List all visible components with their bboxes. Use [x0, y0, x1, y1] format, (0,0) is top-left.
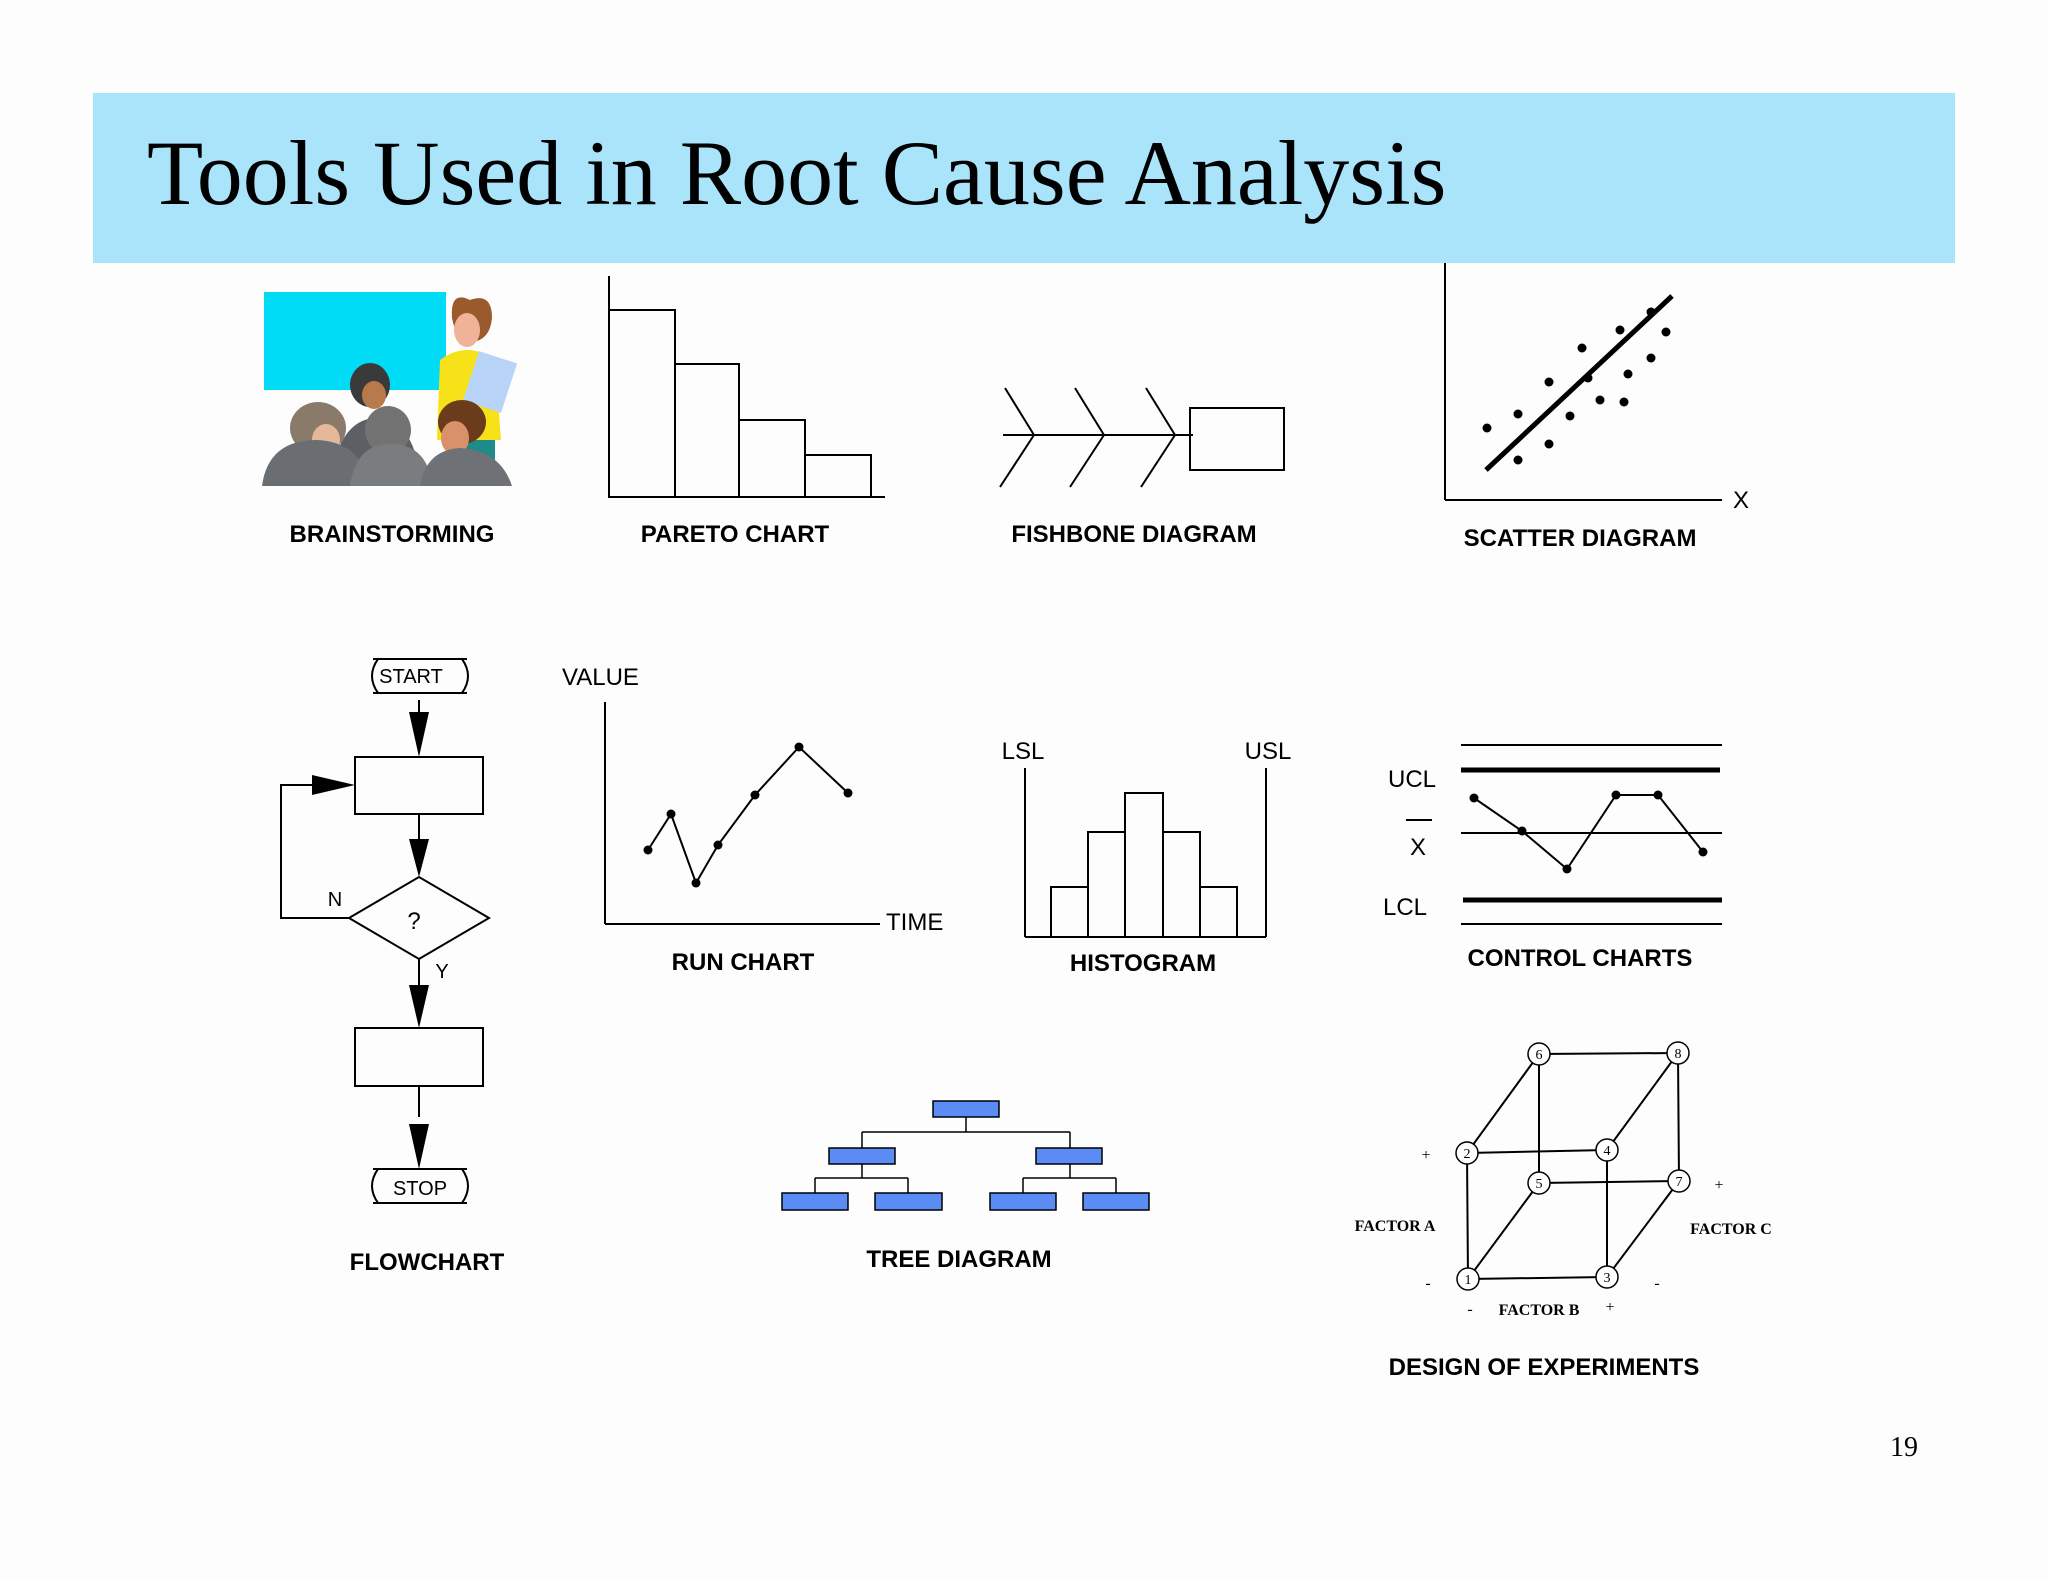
- tree-node: [989, 1192, 1057, 1211]
- brainstorming-people-icon: [262, 292, 518, 486]
- doe-node-label: 6: [1536, 1048, 1543, 1063]
- tree-node: [874, 1192, 943, 1211]
- doe-node-label: 4: [1604, 1144, 1611, 1159]
- pareto-bar: [674, 363, 740, 498]
- doe-factor-c-label: FACTOR C: [1690, 1221, 1772, 1238]
- flowchart-stop-label: STOP: [393, 1178, 447, 1200]
- control-chart: [1406, 744, 1722, 925]
- tree-node: [781, 1192, 849, 1211]
- slide-title: Tools Used in Root Cause Analysis: [147, 122, 1447, 224]
- title-band: Tools Used in Root Cause Analysis: [93, 93, 1955, 263]
- flowchart-decision-label: ?: [407, 908, 420, 935]
- fishbone-diagram: [999, 387, 1285, 488]
- flowchart-process-box: [354, 1027, 484, 1087]
- tree-node: [1035, 1147, 1103, 1165]
- doe-node-label: 5: [1536, 1177, 1543, 1192]
- histogram-bar: [1162, 831, 1201, 938]
- doe-cube: [1466, 1052, 1680, 1280]
- histogram-bar: [1199, 886, 1238, 938]
- doe-node-label: 8: [1675, 1047, 1682, 1062]
- page-number: 19: [1890, 1432, 1918, 1463]
- tree-node: [828, 1147, 896, 1165]
- doe-factor-a-minus: -: [1425, 1275, 1430, 1292]
- scatter-trend-line: [1484, 294, 1674, 472]
- run-chart-x-axis-label: TIME: [886, 909, 943, 936]
- flowchart-yes-label: Y: [435, 961, 448, 983]
- caption-run-chart: RUN CHART: [672, 949, 815, 976]
- pareto-bar: [608, 309, 676, 498]
- doe-nodes: [1455, 1041, 1691, 1291]
- caption-histogram: HISTOGRAM: [1070, 950, 1216, 977]
- scatter-diagram: [1444, 263, 1722, 501]
- fishbone-head-box: [1189, 407, 1285, 471]
- flowchart-start-label: START: [379, 666, 443, 688]
- flowchart-process-box: [354, 756, 484, 815]
- run-chart-y-axis-label: VALUE: [562, 664, 639, 691]
- control-process-line: [1473, 794, 1704, 871]
- caption-control-charts: CONTROL CHARTS: [1468, 945, 1693, 972]
- flowchart-arrowheads: [312, 712, 429, 1169]
- scatter-points: [1482, 307, 1671, 465]
- doe-node-label: 3: [1604, 1271, 1611, 1286]
- doe-factor-a-label: FACTOR A: [1355, 1218, 1436, 1235]
- doe-factor-c-plus: +: [1714, 1177, 1723, 1194]
- control-ucl-label: UCL: [1388, 766, 1436, 793]
- histogram: [1024, 768, 1267, 938]
- histogram-bar: [1124, 792, 1164, 938]
- pareto-chart: [608, 276, 885, 498]
- run-chart: [604, 702, 880, 925]
- doe-factor-c-minus: -: [1654, 1275, 1659, 1292]
- caption-flowchart: FLOWCHART: [350, 1249, 505, 1276]
- flowchart: [280, 658, 491, 1204]
- doe-factor-b-plus: +: [1605, 1299, 1614, 1316]
- histogram-usl-label: USL: [1245, 738, 1292, 765]
- histogram-bar: [1087, 831, 1126, 938]
- histogram-lsl-label: LSL: [1002, 738, 1045, 765]
- doe-factor-b-minus: -: [1467, 1301, 1472, 1318]
- doe-factor-a-plus: +: [1421, 1147, 1430, 1164]
- caption-tree: TREE DIAGRAM: [866, 1246, 1051, 1273]
- pareto-bar: [738, 419, 806, 498]
- caption-pareto: PARETO CHART: [641, 521, 830, 548]
- tree-node: [1082, 1192, 1150, 1211]
- caption-doe: DESIGN OF EXPERIMENTS: [1389, 1354, 1700, 1381]
- run-chart-line: [647, 745, 849, 886]
- histogram-bar: [1050, 886, 1089, 938]
- tree-node: [932, 1100, 1000, 1118]
- caption-fishbone: FISHBONE DIAGRAM: [1011, 521, 1256, 548]
- pareto-bar: [804, 454, 872, 498]
- scatter-x-axis-label: X: [1733, 487, 1749, 514]
- control-lcl-label: LCL: [1383, 894, 1427, 921]
- doe-node-label: 7: [1676, 1175, 1683, 1190]
- doe-factor-b-label: FACTOR B: [1499, 1302, 1580, 1319]
- flowchart-no-label: N: [328, 889, 342, 911]
- caption-brainstorming: BRAINSTORMING: [290, 521, 495, 548]
- control-center-label: X: [1410, 834, 1426, 861]
- tree-diagram: [781, 1100, 1150, 1211]
- doe-node-label: 2: [1464, 1147, 1471, 1162]
- flowchart-decision-diamond: [347, 875, 491, 961]
- doe-node-label: 1: [1465, 1273, 1472, 1288]
- caption-scatter: SCATTER DIAGRAM: [1464, 525, 1697, 552]
